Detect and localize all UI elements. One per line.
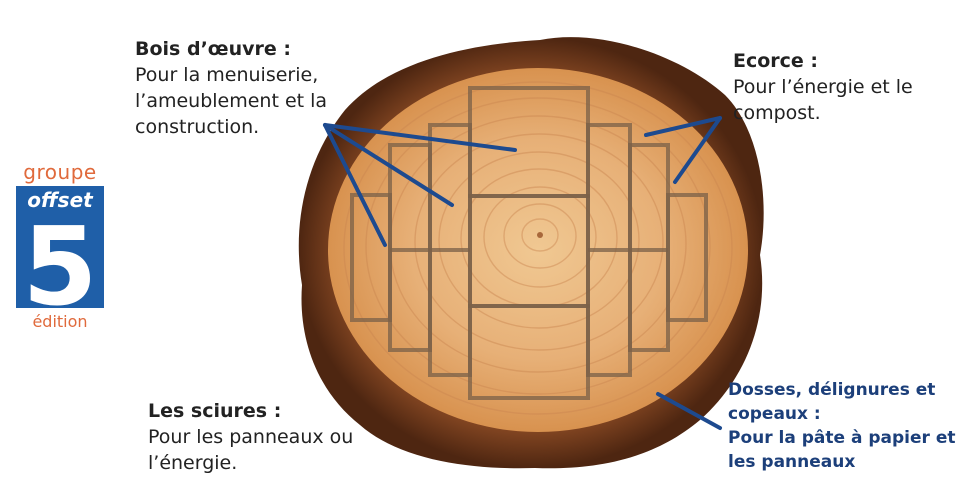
logo-number: 5 bbox=[22, 205, 97, 308]
label-bois-text: Pour la menuiserie, l’ameublement et la … bbox=[135, 64, 328, 138]
label-ecorce: Ecorce : Pour l’énergie et le compost. bbox=[733, 48, 913, 126]
leader-bois-1 bbox=[323, 123, 517, 152]
logo-box: offset 5 bbox=[16, 186, 104, 308]
logo-text-offset: offset bbox=[27, 188, 93, 212]
leader-ecorce-1 bbox=[644, 116, 722, 137]
leader-ecorce-2 bbox=[673, 116, 722, 184]
label-sciures: Les sciures : Pour les panneaux ou l’éne… bbox=[148, 398, 353, 476]
pith bbox=[537, 232, 543, 238]
cutting-pattern bbox=[350, 86, 708, 400]
label-sciures-title: Les sciures : bbox=[148, 400, 282, 422]
board-right-4 bbox=[666, 193, 708, 322]
label-sciures-text: Pour les panneaux ou l’énergie. bbox=[148, 426, 354, 474]
label-dosses: Dosses, délignures et copeaux : Pour la … bbox=[728, 378, 956, 474]
publisher-logo: groupe offset 5 édition bbox=[14, 160, 106, 335]
leader-lines bbox=[323, 116, 722, 430]
logo-text-edition: édition bbox=[32, 312, 88, 331]
label-ecorce-title: Ecorce : bbox=[733, 50, 819, 72]
logo-text-groupe: groupe bbox=[23, 160, 97, 184]
logo-number-5-icon: 5 bbox=[22, 205, 97, 308]
label-bois-title: Bois d’œuvre : bbox=[135, 38, 291, 60]
label-ecorce-text: Pour l’énergie et le compost. bbox=[733, 76, 913, 124]
label-dosses-title: Dosses, délignures et copeaux : bbox=[728, 380, 936, 424]
leader-bois-2 bbox=[323, 123, 454, 207]
label-dosses-text: Pour la pâte à papier et les panneaux bbox=[728, 428, 956, 472]
growth-rings bbox=[343, 81, 733, 415]
leader-dosses bbox=[656, 392, 722, 430]
leader-bois-3 bbox=[323, 123, 387, 247]
wood-face bbox=[328, 68, 748, 432]
board-left-4 bbox=[350, 193, 392, 322]
label-bois-oeuvre: Bois d’œuvre : Pour la menuiserie, l’ame… bbox=[135, 36, 327, 140]
